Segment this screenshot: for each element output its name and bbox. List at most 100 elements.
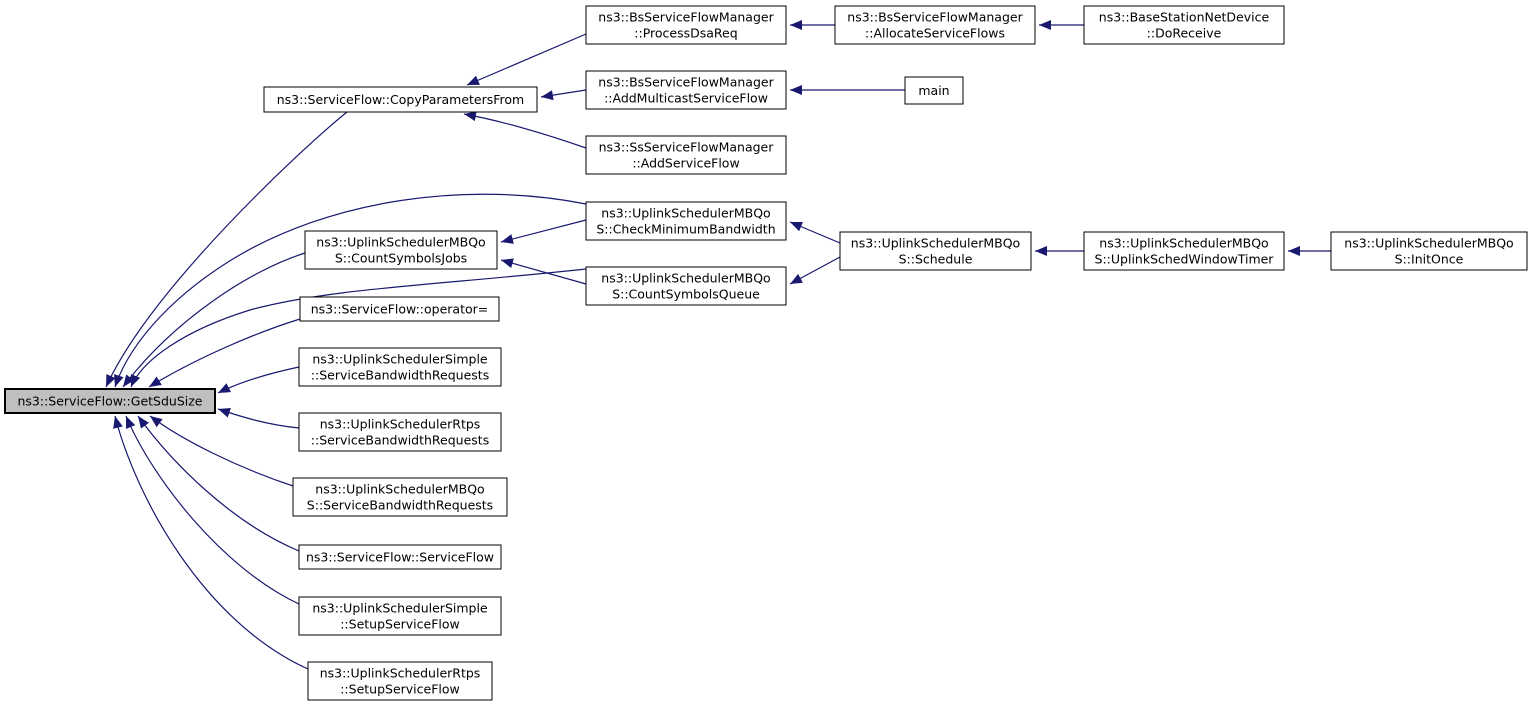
edge-serviceflow-operator-assign--to--serviceflow-getsdusize: [148, 318, 301, 388]
function-box[interactable]: [292, 477, 508, 517]
edge-uplinkschedulermbqos-countsymbolsjobs--to--serviceflow-getsdusize: [122, 252, 306, 388]
node-label-line: ns3::ServiceFlow::CopyParametersFrom: [277, 92, 525, 107]
node-label-line: ::ProcessDsaReq: [634, 26, 737, 41]
node-label: ns3::ServiceFlow::ServiceFlow: [306, 550, 494, 565]
graph-node-serviceflow-serviceflow[interactable]: ns3::ServiceFlow::ServiceFlow: [298, 544, 502, 570]
node-label: ns3::BsServiceFlowManager::ProcessDsaReq: [598, 10, 774, 41]
edge-uplinkschedulermbqos-schedule--to--uplinkschedulermbqos-countsymbolsqueue: [789, 256, 841, 285]
node-label-line: S::CheckMinimumBandwidth: [596, 222, 775, 237]
function-box[interactable]: [1083, 5, 1285, 45]
node-layer: ns3::ServiceFlow::GetSduSizens3::Service…: [4, 5, 1528, 701]
function-box[interactable]: [904, 76, 964, 105]
graph-node-bsserviceflowmanager-allocateserviceflows[interactable]: ns3::BsServiceFlowManager::AllocateServi…: [834, 5, 1036, 45]
node-label-line: S::CountSymbolsJobs: [335, 251, 467, 266]
function-box[interactable]: [299, 296, 500, 322]
node-label-line: ::SetupServiceFlow: [340, 617, 460, 632]
graph-node-basestationnetdevice-doreceive[interactable]: ns3::BaseStationNetDevice::DoReceive: [1083, 5, 1285, 45]
node-label-line: ns3::UplinkSchedulerRtps: [320, 417, 481, 432]
graph-node-serviceflow-copyparametersfrom[interactable]: ns3::ServiceFlow::CopyParametersFrom: [263, 86, 538, 113]
function-box[interactable]: [298, 544, 502, 570]
node-label-line: ns3::ServiceFlow::GetSduSize: [17, 394, 202, 409]
node-label: main: [918, 83, 949, 98]
node-label-line: ns3::UplinkSchedulerMBQo: [601, 206, 770, 221]
node-label-line: S::CountSymbolsQueue: [612, 287, 760, 302]
node-label-line: ns3::SsServiceFlowManager: [599, 140, 775, 155]
node-label: ns3::UplinkSchedulerSimple::ServiceBandw…: [311, 352, 489, 383]
edge-uplinkschedulermbqos-schedule--to--uplinkschedulermbqos-checkminimumbandwidth: [789, 221, 841, 244]
graph-node-uplinkschedulerrtps-setupserviceflow[interactable]: ns3::UplinkSchedulerRtps::SetupServiceFl…: [307, 661, 493, 701]
node-label-line: ns3::BsServiceFlowManager: [598, 10, 774, 25]
edge-uplinkschedulerrtps-setupserviceflow--to--serviceflow-getsdusize: [113, 415, 309, 670]
node-label-line: ns3::UplinkSchedulerMBQo: [1099, 236, 1268, 251]
graph-node-uplinkschedulerrtps-servicebandwidthrequests[interactable]: ns3::UplinkSchedulerRtps::ServiceBandwid…: [298, 412, 502, 452]
function-box[interactable]: [1330, 231, 1528, 271]
function-box[interactable]: [585, 266, 787, 306]
edge-uplinkschedulersimple-setupserviceflow--to--serviceflow-getsdusize: [125, 415, 300, 605]
node-label-line: S::InitOnce: [1395, 252, 1464, 267]
function-box[interactable]: [834, 5, 1036, 45]
node-label-line: ::AddServiceFlow: [632, 156, 739, 171]
node-label-line: S::ServiceBandwidthRequests: [307, 498, 493, 513]
graph-node-serviceflow-getsdusize: ns3::ServiceFlow::GetSduSize: [4, 388, 216, 414]
node-label-line: ns3::UplinkSchedulerSimple: [312, 352, 488, 367]
node-label-line: ns3::BaseStationNetDevice: [1099, 10, 1270, 25]
function-box[interactable]: [298, 596, 502, 636]
node-label-line: S::UplinkSchedWindowTimer: [1095, 252, 1275, 267]
graph-node-bsserviceflowmanager-processdsareq[interactable]: ns3::BsServiceFlowManager::ProcessDsaReq: [585, 5, 787, 45]
node-label-line: ns3::UplinkSchedulerMBQo: [851, 236, 1020, 251]
node-label-line: ns3::BsServiceFlowManager: [598, 75, 774, 90]
node-label: ns3::SsServiceFlowManager::AddServiceFlo…: [599, 140, 775, 171]
edge-uplinkschedulermbqos-countsymbolsqueue--to--uplinkschedulermbqos-countsymbolsjobs: [500, 258, 587, 285]
function-box[interactable]: [307, 661, 493, 701]
function-box[interactable]: [1083, 231, 1285, 271]
function-box[interactable]: [263, 86, 538, 113]
node-label-line: ns3::UplinkSchedulerSimple: [312, 601, 488, 616]
function-box[interactable]: [304, 230, 498, 270]
function-box[interactable]: [298, 347, 502, 387]
edge-serviceflow-copyparametersfrom--to--serviceflow-getsdusize: [105, 111, 348, 388]
edge-bsserviceflowmanager-processdsareq--to--serviceflow-copyparametersfrom: [466, 33, 587, 86]
edge-layer: [105, 20, 1331, 670]
function-box[interactable]: [585, 5, 787, 45]
node-label: ns3::UplinkSchedulerRtps::ServiceBandwid…: [311, 417, 489, 448]
node-label-line: ::AddMulticastServiceFlow: [604, 91, 768, 106]
graph-node-main[interactable]: main: [904, 76, 964, 105]
edge-uplinkschedulermbqos-servicebandwidthrequests--to--serviceflow-getsdusize: [149, 415, 297, 488]
node-label-line: ns3::ServiceFlow::operator=: [311, 302, 489, 317]
function-box[interactable]: [585, 201, 787, 241]
graph-node-uplinkschedulersimple-setupserviceflow[interactable]: ns3::UplinkSchedulerSimple::SetupService…: [298, 596, 502, 636]
node-label-line: ::SetupServiceFlow: [340, 682, 460, 697]
node-label-line: ns3::UplinkSchedulerMBQo: [1344, 236, 1513, 251]
node-label: ns3::ServiceFlow::GetSduSize: [17, 394, 202, 409]
edge-uplinkschedulermbqos-countsymbolsqueue--to--serviceflow-getsdusize: [130, 268, 587, 388]
function-box[interactable]: [585, 135, 787, 175]
node-label-line: ns3::UplinkSchedulerMBQo: [315, 482, 484, 497]
graph-node-bsserviceflowmanager-addmulticastserviceflow[interactable]: ns3::BsServiceFlowManager::AddMulticastS…: [585, 70, 787, 110]
graph-node-serviceflow-operator-assign[interactable]: ns3::ServiceFlow::operator=: [299, 296, 500, 322]
node-label: ns3::BsServiceFlowManager::AddMulticastS…: [598, 75, 774, 106]
edge-serviceflow-serviceflow--to--serviceflow-getsdusize: [137, 415, 300, 552]
node-label-line: ::AllocateServiceFlows: [865, 26, 1005, 41]
node-label: ns3::ServiceFlow::operator=: [311, 302, 489, 317]
node-label: ns3::UplinkSchedulerSimple::SetupService…: [312, 601, 488, 632]
graph-node-ssserviceflowmanager-addserviceflow[interactable]: ns3::SsServiceFlowManager::AddServiceFlo…: [585, 135, 787, 175]
graph-node-uplinkschedulersimple-servicebandwidthrequests[interactable]: ns3::UplinkSchedulerSimple::ServiceBandw…: [298, 347, 502, 387]
function-box[interactable]: [298, 412, 502, 452]
current-function-box: [4, 388, 216, 414]
node-label-line: ns3::UplinkSchedulerRtps: [320, 666, 481, 681]
edge-ssserviceflowmanager-addserviceflow--to--serviceflow-copyparametersfrom: [463, 111, 587, 149]
function-box[interactable]: [585, 70, 787, 110]
function-box[interactable]: [839, 231, 1032, 271]
